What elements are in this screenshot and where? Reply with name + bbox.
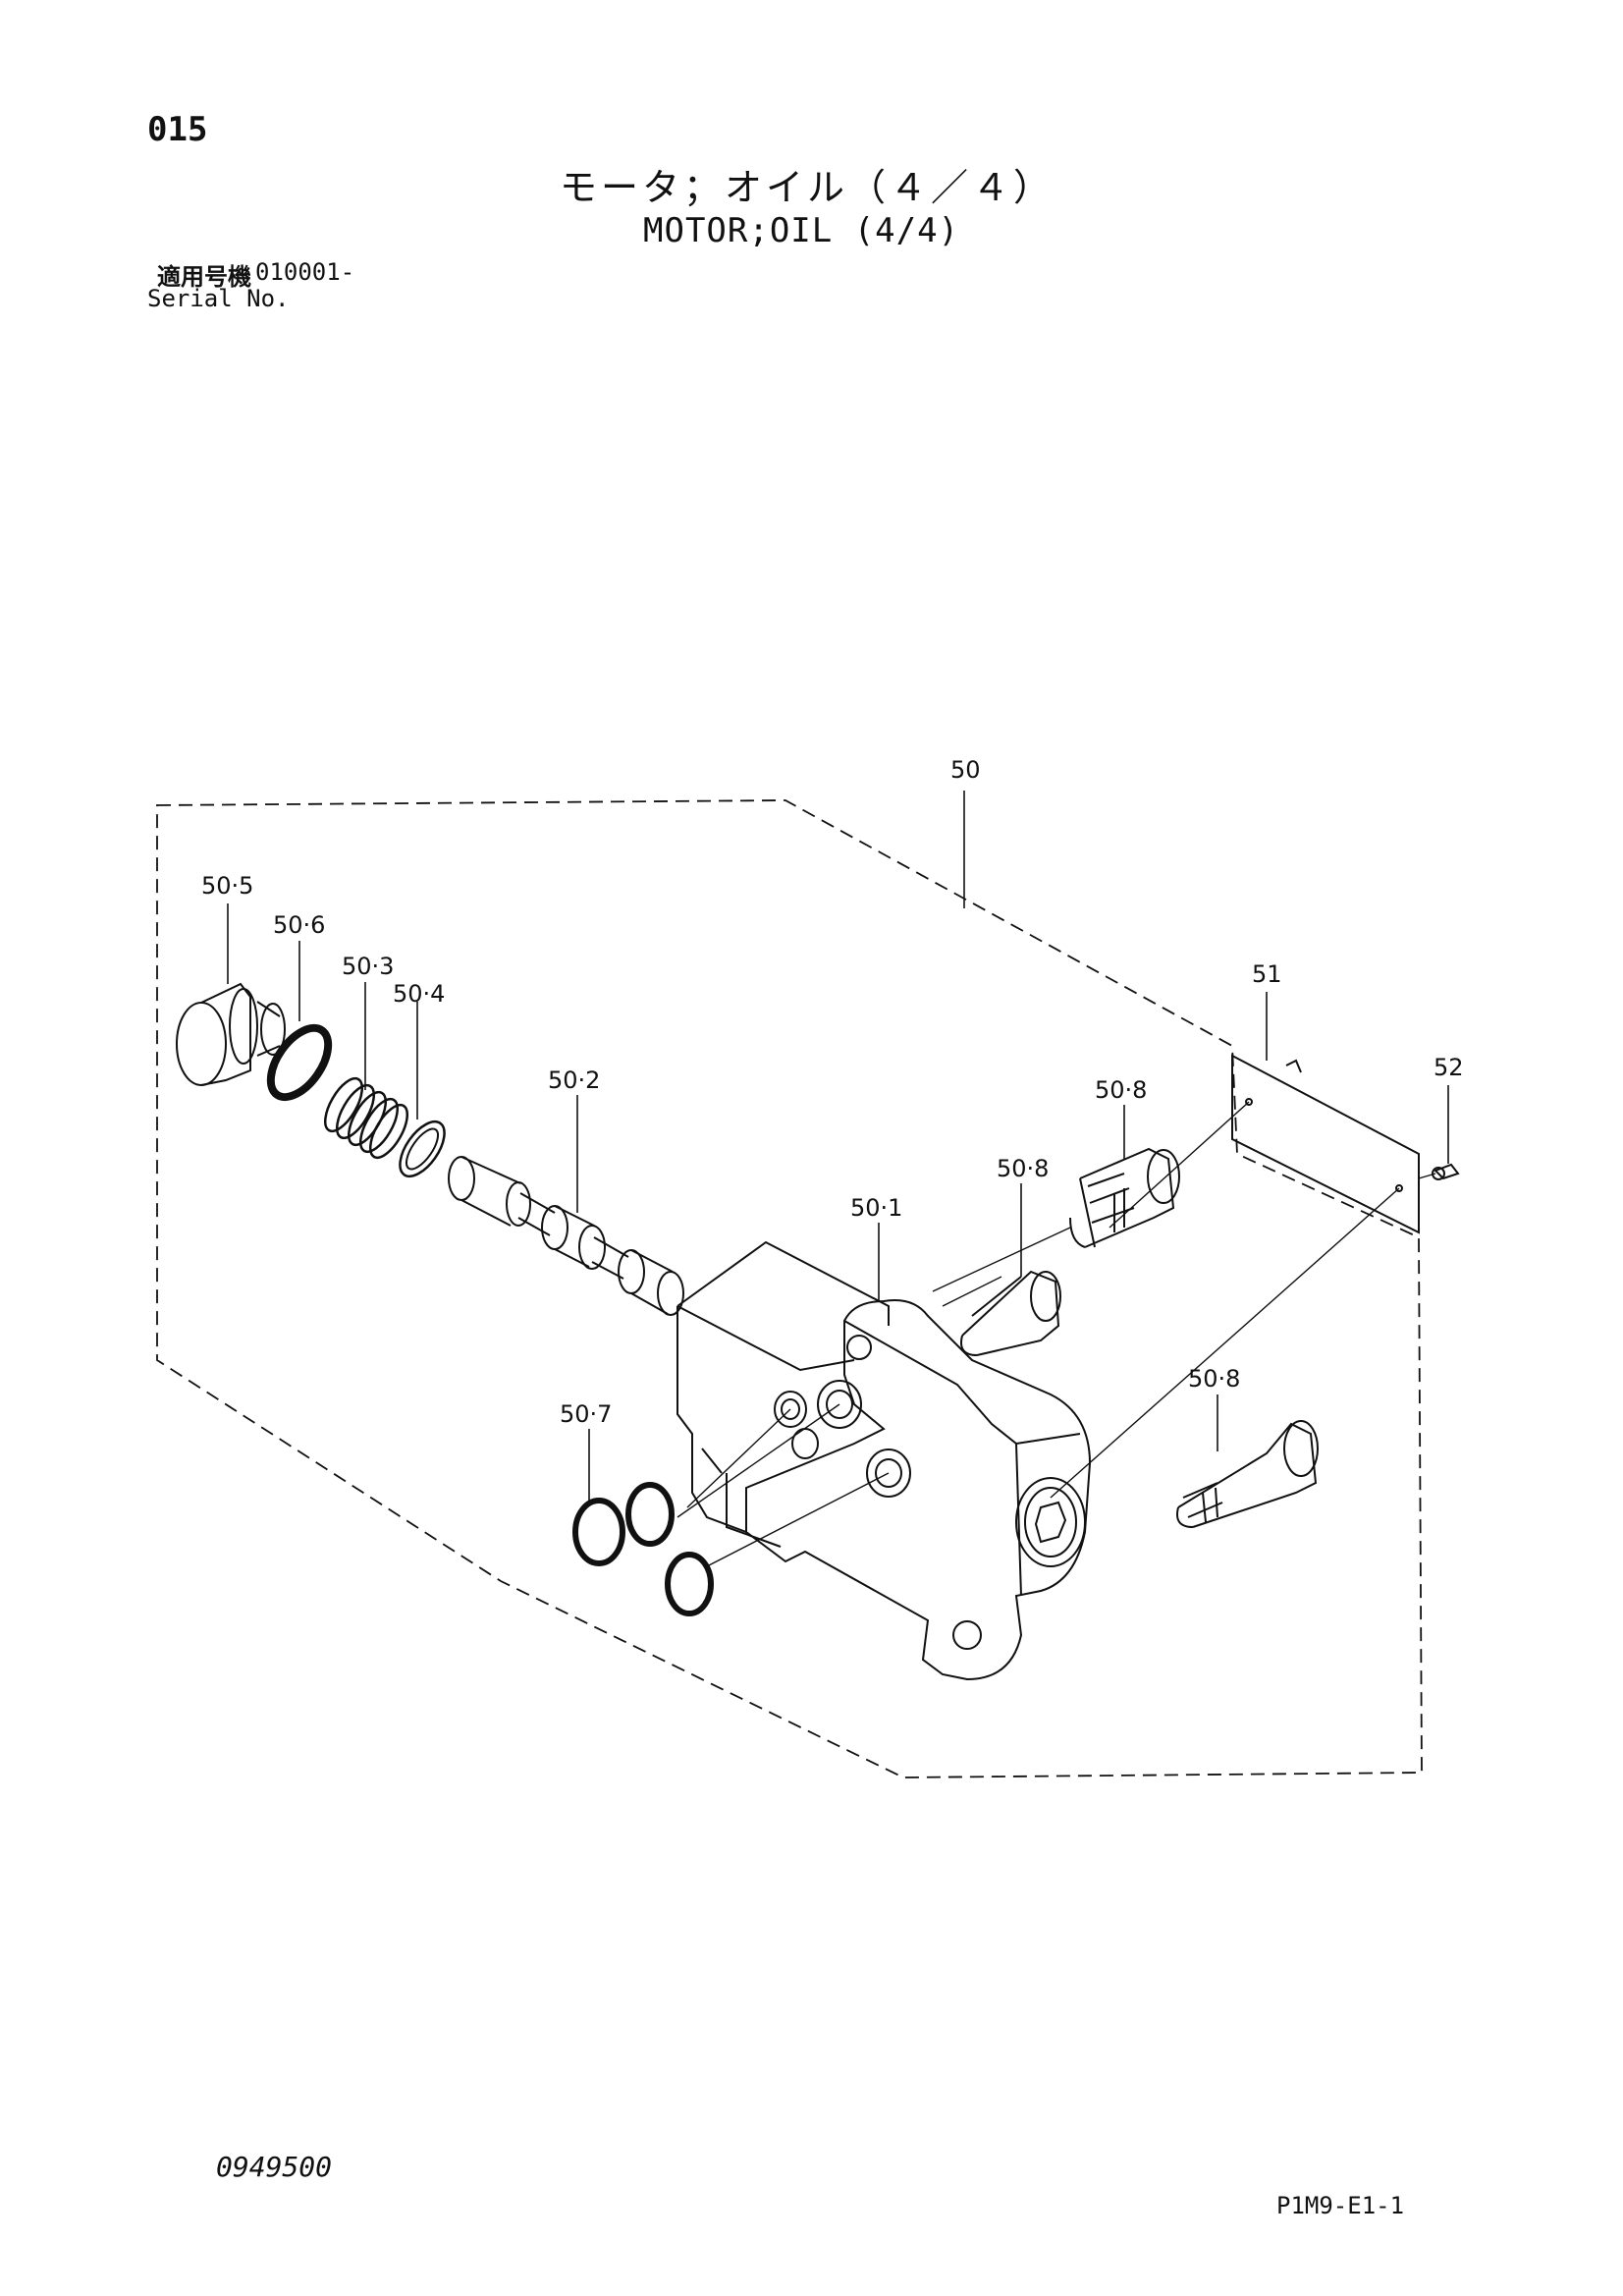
plug-50-5 [176,982,286,1086]
o-ring-50-7-b [625,1482,675,1547]
callout-50-4: 50·4 [393,980,445,1008]
serial-label-japanese: 適用号機 [157,263,251,291]
callout-50-2: 50·2 [548,1066,600,1094]
o-ring-50-6 [266,1023,333,1102]
rivet-52 [1432,1163,1460,1180]
callout-50-5: 50·5 [201,872,253,900]
callout-50-1: 50·1 [850,1194,902,1222]
o-ring-50-7-a [572,1498,625,1566]
name-plate-51 [1231,1054,1420,1234]
serial-label-english: Serial No. [147,285,290,312]
bolt-50-8-upper [1069,1147,1180,1248]
spring-50-3 [323,1076,409,1160]
document-number: 0949500 [216,2151,333,2183]
callout-50-6: 50·6 [273,911,325,939]
callout-50-8-upper: 50·8 [1095,1076,1147,1104]
callout-52: 52 [1434,1054,1464,1081]
bolt-50-8-middle [960,1270,1061,1356]
spool-50-2 [448,1156,684,1316]
o-ring-50-7-c [665,1552,714,1616]
title-english: MOTOR;OIL (4/4) [643,211,960,250]
valve-body-50-1 [676,1240,1092,1681]
page-number: 015 [147,110,208,149]
callout-51: 51 [1252,960,1282,988]
serial-value: 010001- [255,258,355,286]
assembly-boundary [156,799,1423,1778]
bolt-50-8-lower [1176,1420,1319,1528]
callout-50: 50 [950,756,981,784]
title-japanese: モータ；オイル（４／４） [560,166,1055,209]
callout-50-8-lower: 50·8 [1188,1365,1240,1393]
washer-50-4 [399,1120,446,1178]
page-code: P1M9-E1-1 [1276,2192,1405,2219]
callout-50-7: 50·7 [560,1400,612,1428]
callout-50-8-middle: 50·8 [997,1155,1049,1182]
callout-50-3: 50·3 [342,953,394,980]
